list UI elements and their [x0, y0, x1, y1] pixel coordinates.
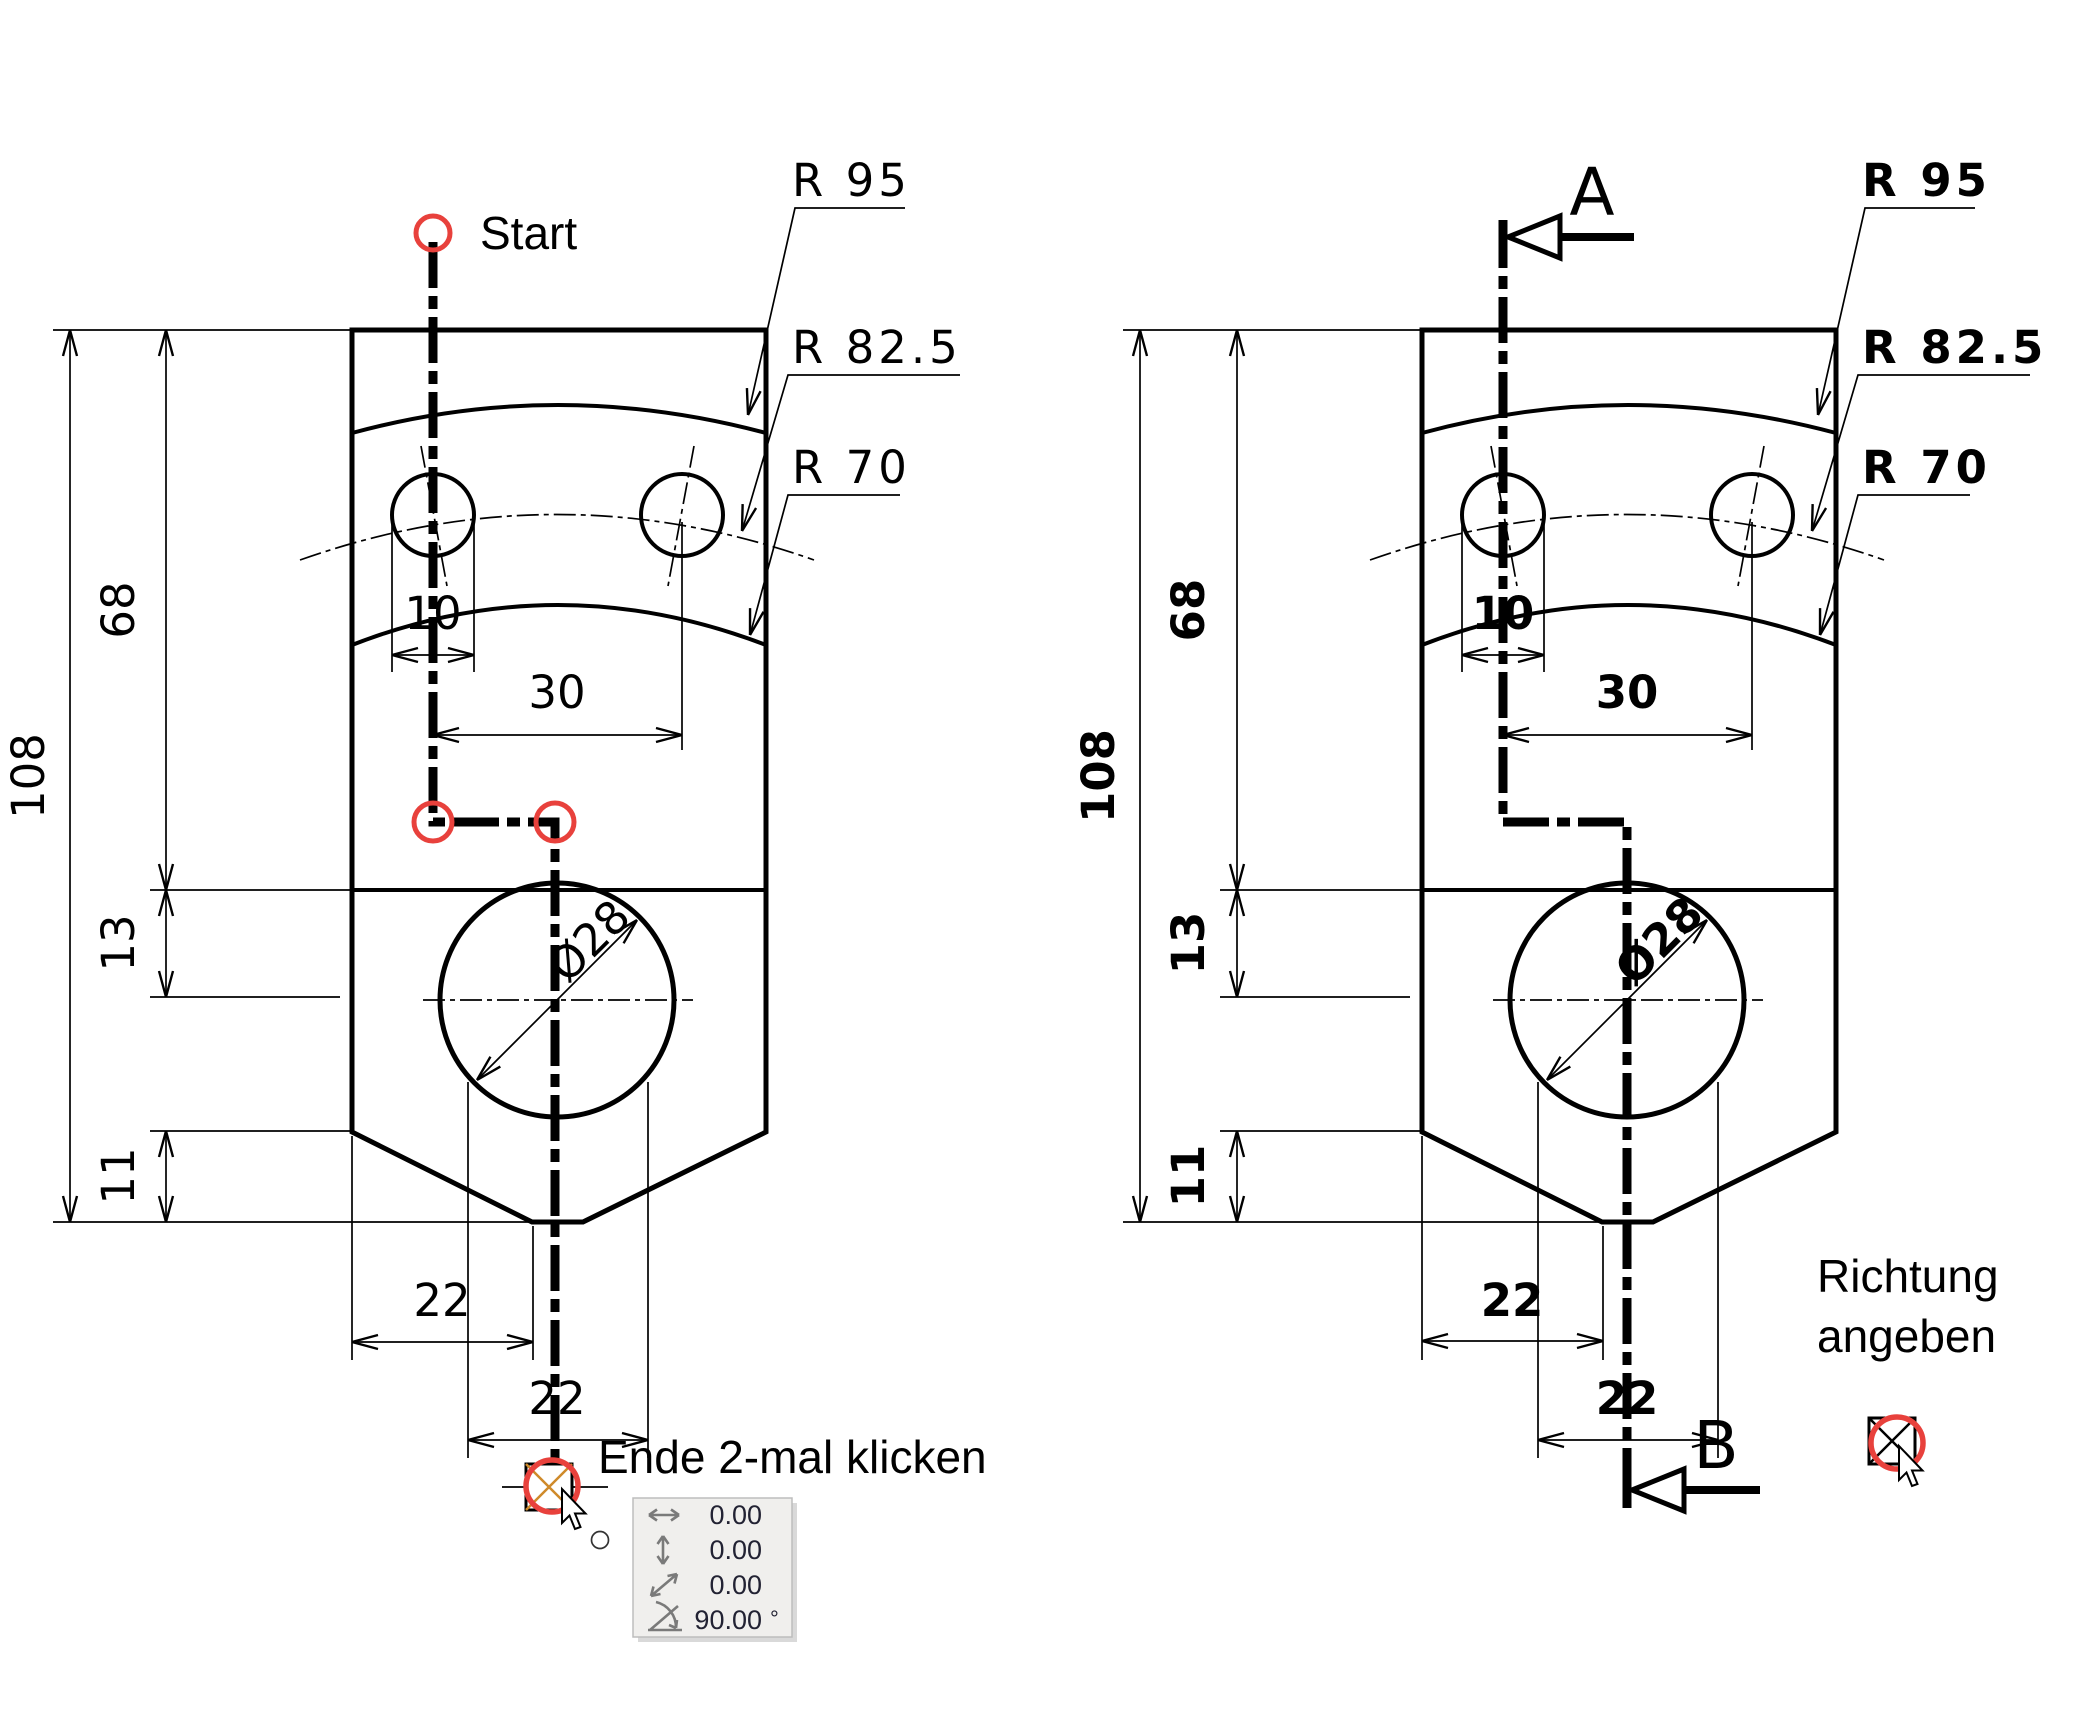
right-extension-lines [1123, 329, 1753, 1458]
left-hole-centerlines [420, 445, 695, 587]
left-callout-r70: R 70 [792, 441, 911, 494]
section-arrow-a-head [1501, 212, 1563, 262]
right-arc-r95 [1421, 403, 1837, 435]
right-dim-11: 11 [1162, 1145, 1215, 1208]
mouse-cursor-icon [561, 1486, 588, 1531]
right-callout-r70: R 70 [1862, 441, 1991, 494]
direction-marker[interactable] [1867, 1414, 1926, 1488]
right-view: 108 68 13 11 10 30 22 22 Ø28 R 95 R 82.5… [1072, 154, 2047, 1515]
right-dim-13: 13 [1162, 912, 1215, 975]
right-dim-108: 108 [1072, 729, 1125, 823]
left-dim-10: 10 [404, 587, 461, 640]
end-label: Ende 2-mal klicken [598, 1431, 987, 1483]
right-arc-r82-centerline [1369, 513, 1885, 561]
direction-label-line2: angeben [1817, 1310, 1996, 1362]
right-dim-68: 68 [1162, 579, 1215, 642]
horizontal-distance-icon [648, 1508, 680, 1522]
right-section-line[interactable] [1498, 222, 1632, 1508]
left-callout-r82: R 82.5 [792, 321, 962, 374]
left-part-outline [349, 327, 769, 1225]
right-arc-r70 [1421, 603, 1837, 647]
left-dim-68: 68 [92, 581, 145, 638]
mouse-cursor-icon-2 [1898, 1443, 1925, 1488]
right-leader-r82 [1810, 374, 2030, 532]
left-dim-22a: 22 [413, 1274, 470, 1327]
left-arc-r70 [351, 603, 767, 647]
left-corner2-highlight[interactable] [533, 800, 577, 844]
coord-dx-value: 0.00 [709, 1500, 762, 1530]
left-leader-r70 [748, 494, 900, 636]
left-dim-11: 11 [92, 1147, 145, 1204]
direction-label-line1: Richtung [1817, 1250, 1999, 1302]
left-dim-13: 13 [92, 914, 145, 971]
left-arc-r95 [351, 403, 767, 435]
right-dim-30: 30 [1596, 666, 1659, 719]
end-point-highlight [523, 1457, 581, 1515]
snap-indicator-icon [590, 1530, 610, 1550]
start-label: Start [480, 207, 577, 259]
left-dim-30: 30 [528, 666, 585, 719]
right-hole-centerlines [1490, 445, 1765, 587]
right-dim-22a: 22 [1481, 1274, 1544, 1327]
right-dim-10: 10 [1472, 587, 1535, 640]
coord-angle-unit: ° [770, 1606, 779, 1631]
left-leader-r95 [745, 207, 905, 416]
left-end-marker[interactable] [502, 1457, 610, 1550]
left-start-point-highlight[interactable] [413, 213, 453, 253]
left-callout-r95: R 95 [792, 154, 911, 207]
right-leader-r95 [1815, 207, 1975, 416]
left-leader-r82 [740, 374, 960, 532]
coord-dy-value: 0.00 [709, 1535, 762, 1565]
right-leader-r70 [1818, 494, 1970, 636]
left-view: 108 68 13 11 10 30 22 22 Ø28 R 95 R 82.5… [2, 154, 987, 1642]
angle-icon [648, 1600, 682, 1632]
left-section-line[interactable] [428, 242, 560, 1498]
left-corner1-highlight[interactable] [411, 800, 455, 844]
left-dim-108: 108 [2, 733, 55, 819]
section-label-b: B [1693, 1407, 1738, 1484]
left-dim-22b: 22 [528, 1372, 585, 1425]
direction-point-highlight [1868, 1414, 1926, 1472]
left-arc-r82-centerline [299, 513, 815, 561]
right-part-outline [1419, 327, 1839, 1225]
vertical-distance-icon [656, 1535, 670, 1565]
coord-dist-value: 0.00 [709, 1570, 762, 1600]
left-extension-lines [53, 329, 683, 1458]
diagonal-distance-icon [649, 1572, 679, 1598]
section-label-a: A [1569, 154, 1614, 231]
right-callout-r82: R 82.5 [1862, 321, 2047, 374]
coord-angle-value: 90.00 [694, 1605, 762, 1635]
section-arrow-b-head [1625, 1465, 1687, 1515]
coordinate-panel-bg [632, 1497, 793, 1638]
right-dim-22b: 22 [1596, 1372, 1659, 1425]
coordinate-panel: 0.00 0.00 0.00 90.00 ° [632, 1497, 797, 1642]
right-callout-r95: R 95 [1862, 154, 1991, 207]
